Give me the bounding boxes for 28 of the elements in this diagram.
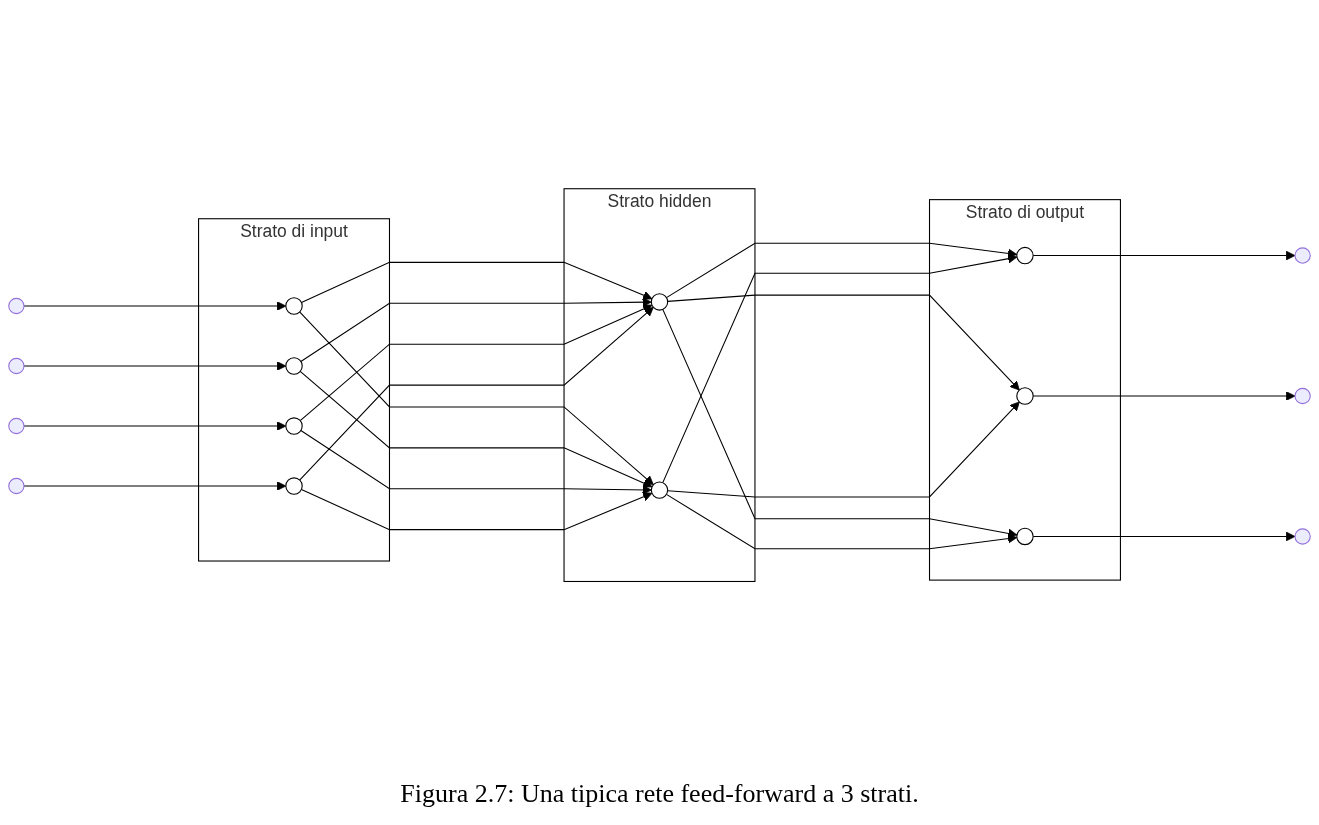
cluster xyxy=(563,188,756,583)
arrow xyxy=(23,421,287,432)
node-circle xyxy=(650,293,669,312)
caption: Figura 2.7: Una tipica rete feed-forward a 3 strati. xyxy=(400,779,919,809)
node-circle xyxy=(285,297,303,316)
arrow xyxy=(665,494,1018,550)
cluster xyxy=(198,218,391,562)
node-circle xyxy=(1016,528,1034,546)
arrow xyxy=(23,301,287,312)
arrow xyxy=(300,262,653,304)
arrow xyxy=(299,371,653,489)
node-circle xyxy=(285,417,303,436)
arrow xyxy=(23,481,287,492)
node-circle xyxy=(285,477,303,496)
arrow xyxy=(300,297,652,363)
node-circle xyxy=(1016,247,1034,265)
arrow xyxy=(665,243,1018,299)
arrow xyxy=(23,361,287,372)
cluster xyxy=(928,199,1121,582)
network-diagram: Strato di output Strato hidden Strato di input xyxy=(0,180,1319,591)
arrow xyxy=(300,489,653,531)
node-circle xyxy=(1016,387,1034,406)
arrow xyxy=(662,254,1018,484)
node-circle xyxy=(650,481,669,500)
arrow xyxy=(667,401,1020,498)
arrow xyxy=(299,304,653,422)
node-circle xyxy=(285,357,303,376)
arrow xyxy=(667,294,1020,391)
